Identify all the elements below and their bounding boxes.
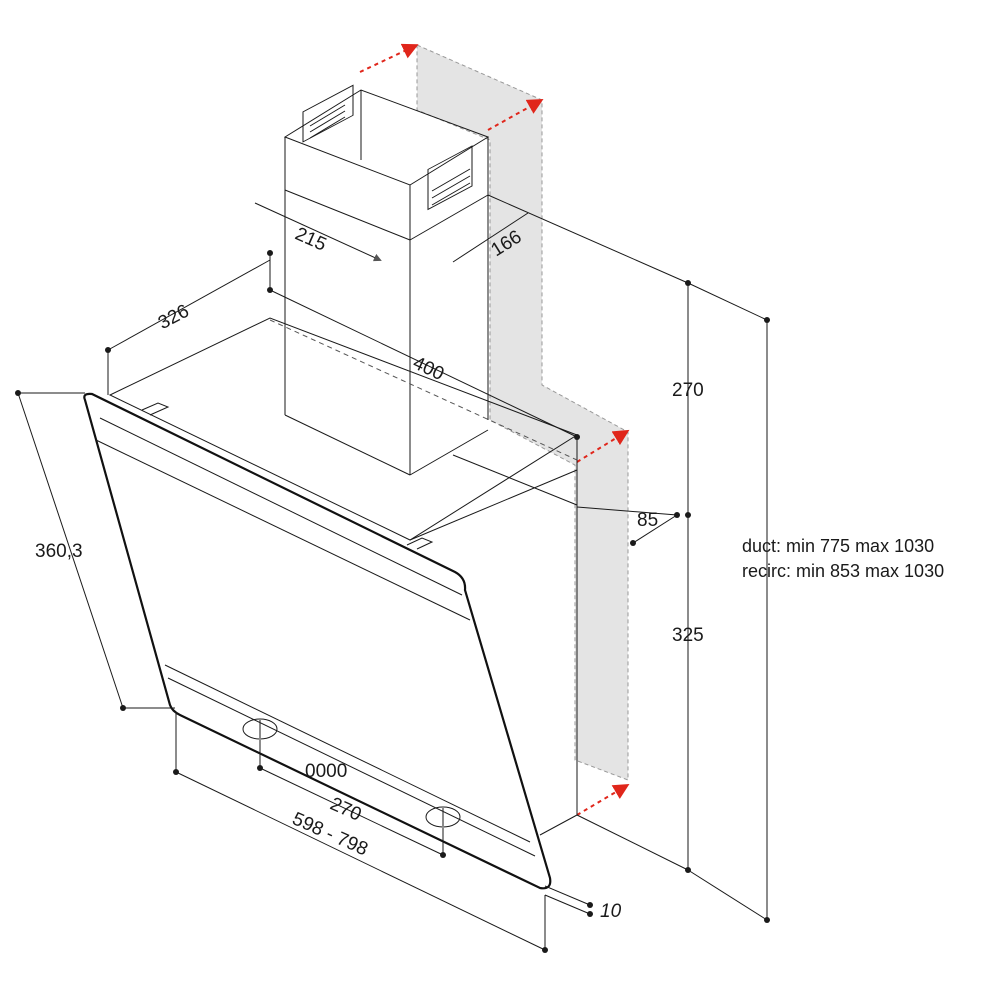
- note-duct: duct: min 775 max 1030: [742, 536, 934, 556]
- chimney: [283, 84, 490, 476]
- dim-hood-top-width: 400: [410, 353, 448, 385]
- glass-panel: [83, 392, 552, 890]
- chimney-vent-left: [302, 84, 354, 143]
- dim-hood-height: 325: [672, 625, 704, 646]
- dim-wall-offset: 85: [637, 510, 658, 531]
- dim-control-spacing: 270: [327, 794, 365, 826]
- chimney-vent-right: [427, 145, 473, 211]
- control-left-icon: [242, 718, 278, 740]
- dimension-lines: [15, 194, 770, 953]
- note-recirc: recirc: min 853 max 1030: [742, 561, 944, 581]
- display-readout: 0000: [305, 761, 347, 782]
- wall-outline: [416, 44, 629, 781]
- dim-chimney-width: 215: [292, 224, 330, 256]
- hood-body: [108, 317, 579, 836]
- wall-arrows: [359, 43, 630, 816]
- dim-chimney-height: 270: [672, 380, 704, 401]
- dim-glass-height: 360,3: [35, 541, 83, 562]
- control-right-icon: [425, 806, 461, 828]
- dim-glass-thickness: 10: [600, 901, 622, 922]
